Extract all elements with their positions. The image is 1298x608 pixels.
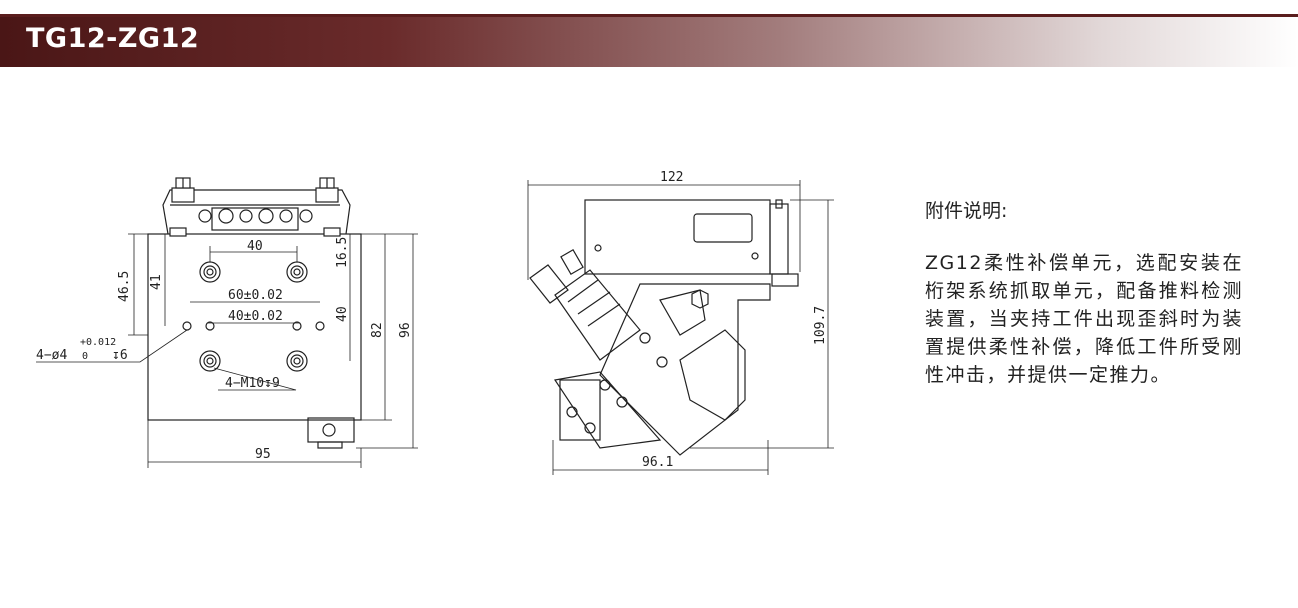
m10-thread-hole xyxy=(199,261,221,283)
front-view-drawing xyxy=(36,177,418,468)
dim-96: 96 xyxy=(398,322,413,338)
side-slider-block xyxy=(599,283,771,456)
side-slider-window xyxy=(679,329,746,421)
notes-title: 附件说明: xyxy=(925,200,1008,222)
thread-callout: 4−M10↧9 xyxy=(225,376,280,391)
dim-40-tolerance: 40±0.02 xyxy=(228,309,283,324)
m10-thread-hole xyxy=(199,350,221,372)
header-banner: TG12-ZG12 xyxy=(0,17,1298,67)
pin-tolerance-upper: +0.012 xyxy=(80,337,116,348)
notes-panel: 附件说明: ZG12柔性补偿单元，选配安装在桁架系统抓取单元，配备推料检测装置，… xyxy=(925,196,1255,389)
front-bracket-window xyxy=(211,207,299,231)
front-bracket-hole xyxy=(299,209,313,223)
dim-109-7: 109.7 xyxy=(813,306,828,345)
m10-thread-hole xyxy=(286,350,308,372)
front-plate xyxy=(147,233,362,421)
front-bracket-hole xyxy=(279,209,293,223)
pin-hole xyxy=(292,321,302,331)
dim-40: 40 xyxy=(247,239,263,254)
dim-41: 41 xyxy=(149,274,164,290)
side-mechanism xyxy=(659,289,706,336)
side-sensor xyxy=(769,203,789,275)
front-left-bolt xyxy=(171,177,195,203)
header-top-line xyxy=(0,14,1298,17)
side-top-plate xyxy=(584,199,771,275)
dim-40-vertical: 40 xyxy=(335,306,350,322)
pin-hole xyxy=(315,321,325,331)
page-title: TG12-ZG12 xyxy=(26,23,200,54)
dim-82: 82 xyxy=(370,322,385,338)
pin-hole xyxy=(205,321,215,331)
side-hex-nut xyxy=(691,289,709,309)
side-dimension-lines xyxy=(527,180,834,475)
front-top-bracket xyxy=(162,189,351,235)
pin-depth: ↧6 xyxy=(112,348,128,363)
side-slot xyxy=(693,213,753,243)
dim-96-1: 96.1 xyxy=(642,455,673,470)
front-bracket-hole xyxy=(258,208,274,224)
front-bottom-connector xyxy=(307,417,355,443)
front-right-bolt xyxy=(315,177,339,203)
front-bracket-hole xyxy=(218,208,234,224)
front-dimension-lines xyxy=(36,233,418,468)
side-view-drawing xyxy=(527,180,834,475)
side-dimension-labels: 122 109.7 96.1 xyxy=(642,170,828,470)
side-air-fitting xyxy=(529,264,569,304)
front-dimension-labels: 40 60±0.02 40±0.02 16.5 46.5 41 40 82 96… xyxy=(36,237,413,462)
pin-hole xyxy=(182,321,192,331)
front-bracket-hole xyxy=(198,209,212,223)
front-bracket-hole xyxy=(239,209,253,223)
dim-60-tolerance: 60±0.02 xyxy=(228,288,283,303)
side-clamp-body xyxy=(553,371,662,449)
pin-tolerance-lower: 0 xyxy=(82,351,88,362)
m10-thread-hole xyxy=(286,261,308,283)
dim-122: 122 xyxy=(660,170,683,185)
dim-95: 95 xyxy=(255,447,271,462)
dim-46-5: 46.5 xyxy=(117,271,132,302)
notes-body: ZG12柔性补偿单元，选配安装在桁架系统抓取单元，配备推料检测装置，当夹持工件出… xyxy=(925,252,1243,386)
pin-callout: 4−ø4 xyxy=(36,348,67,363)
dim-16-5: 16.5 xyxy=(335,237,350,268)
side-cylinder xyxy=(554,269,641,361)
side-clamp-plate xyxy=(559,379,601,441)
